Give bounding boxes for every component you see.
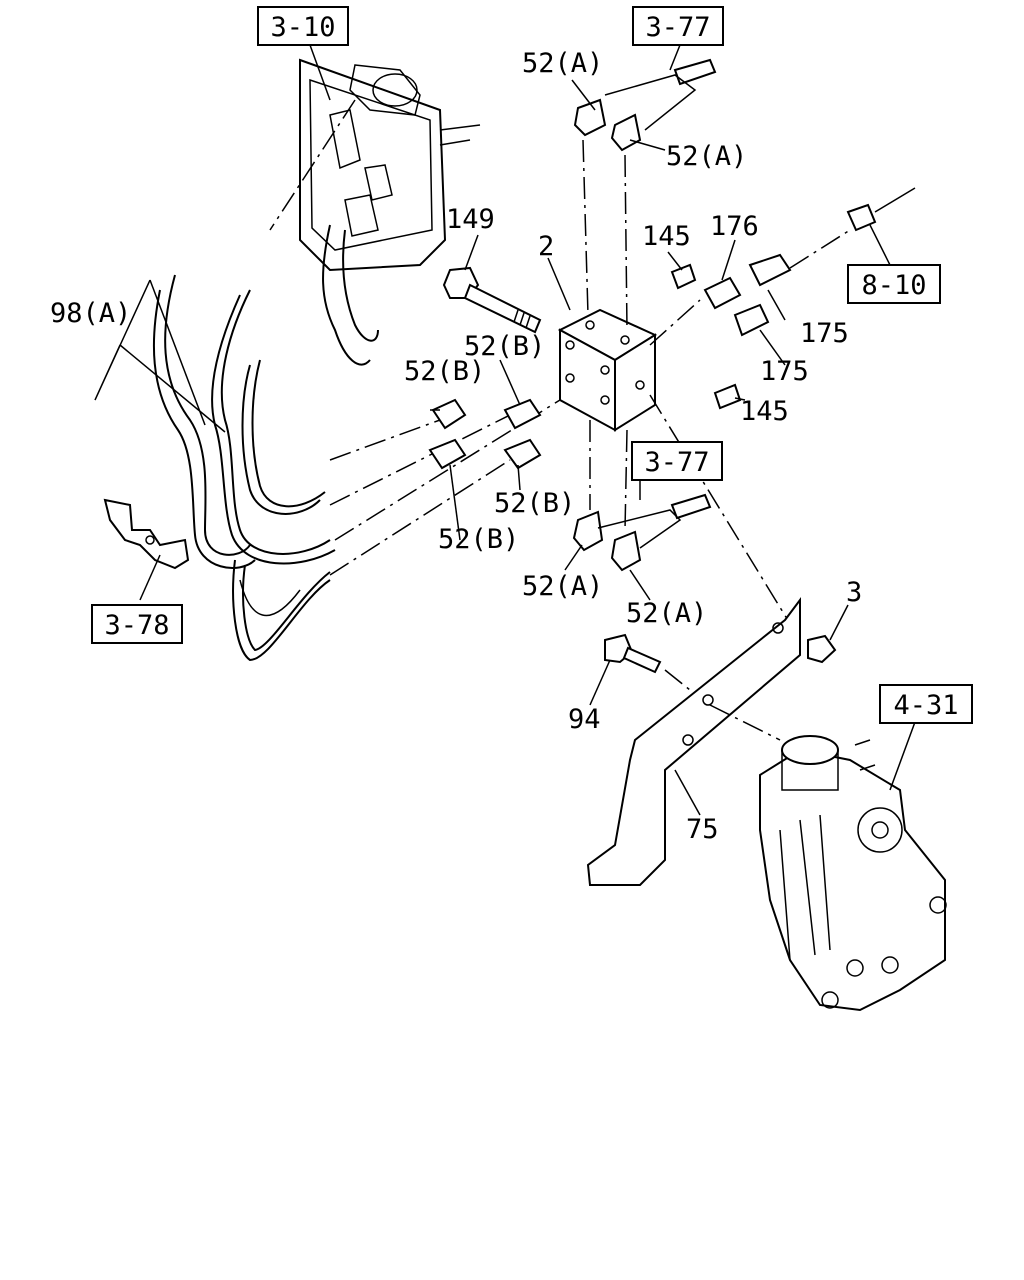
reference-boxes: 3-10 3-77 8-10 3-77 3-78 4-31 [91, 6, 973, 724]
callout-145-bottom: 145 [740, 396, 789, 427]
ref-3-77-top-label: 3-77 [645, 12, 710, 43]
ref-3-77-mid-label: 3-77 [644, 447, 709, 478]
callout-149: 149 [446, 204, 495, 235]
callout-52b-upper-right: 52(B) [464, 331, 545, 362]
callout-52a-bottom-right: 52(A) [626, 598, 707, 629]
ref-box-3-77-mid [631, 441, 723, 481]
steering-gear-illustration [759, 735, 947, 1012]
callout-52a-top-right: 52(A) [666, 141, 747, 172]
callout-52a-top-left: 52(A) [522, 48, 603, 79]
callout-175-bottom: 175 [760, 356, 809, 387]
callout-labels: 52(A) 52(A) 149 2 145 176 175 175 145 98… [50, 48, 862, 845]
ref-3-78-label: 3-78 [104, 610, 169, 641]
callout-94: 94 [568, 704, 601, 735]
callout-52b-lower-right: 52(B) [494, 488, 575, 519]
callout-176: 176 [710, 211, 759, 242]
distribution-block [557, 308, 658, 432]
ref-8-10-label: 8-10 [861, 270, 926, 301]
callout-3: 3 [846, 577, 862, 608]
bracket-and-bolts [586, 597, 837, 886]
valve-assembly-illustration [269, 58, 481, 366]
ref-box-4-31 [879, 684, 973, 724]
ref-3-10-label: 3-10 [270, 12, 335, 43]
ref-4-31-label: 4-31 [893, 690, 958, 721]
callout-175-top: 175 [800, 318, 849, 349]
callout-52b-upper-left: 52(B) [404, 356, 485, 387]
ref-box-3-77-top [632, 6, 724, 46]
fittings [428, 58, 916, 641]
leader-lines [94, 44, 916, 816]
callout-52a-bottom-left: 52(A) [522, 571, 603, 602]
ref-box-3-78 [91, 604, 183, 644]
callout-2: 2 [538, 231, 554, 262]
callout-75: 75 [686, 814, 719, 845]
callout-145-top: 145 [642, 221, 691, 252]
ref-box-8-10 [847, 264, 941, 304]
callout-52b-lower-left: 52(B) [438, 524, 519, 555]
ref-box-3-10 [257, 6, 349, 46]
callout-98a: 98(A) [50, 298, 131, 329]
pipe-bundle [152, 274, 561, 662]
clamp-part [103, 498, 190, 570]
